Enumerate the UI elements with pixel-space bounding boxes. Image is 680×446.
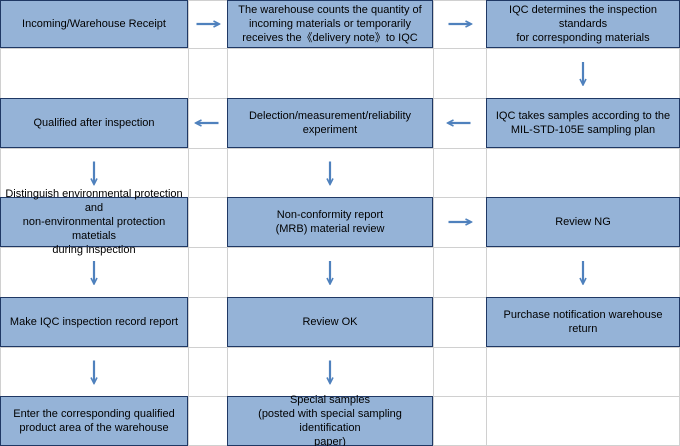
box-iqc-determines-standards: IQC determines the inspection standards … <box>486 0 680 48</box>
box-warehouse-counts: The warehouse counts the quantity of inc… <box>227 0 433 48</box>
box-enter-qualified-area: Enter the corresponding qualified produc… <box>0 396 188 446</box>
box-non-conformity-report: Non-conformity report (MRB) material rev… <box>227 197 433 247</box>
box-iqc-takes-samples: IQC takes samples according to the MIL-S… <box>486 98 680 148</box>
box-review-ok: Review OK <box>227 297 433 347</box>
box-purchase-notification-return: Purchase notification warehouse return <box>486 297 680 347</box>
box-special-samples: Special samples (posted with special sam… <box>227 394 433 446</box>
box-distinguish-env-protection: Distinguish environmental protection and… <box>0 188 188 256</box>
box-qualified-after-inspection: Qualified after inspection <box>0 98 188 148</box>
box-make-iqc-record-report: Make IQC inspection record report <box>0 297 188 347</box>
box-review-ng: Review NG <box>486 197 680 247</box>
box-incoming-warehouse-receipt: Incoming/Warehouse Receipt <box>0 0 188 48</box>
box-detection-measurement: Delection/measurement/reliability experi… <box>227 98 433 148</box>
